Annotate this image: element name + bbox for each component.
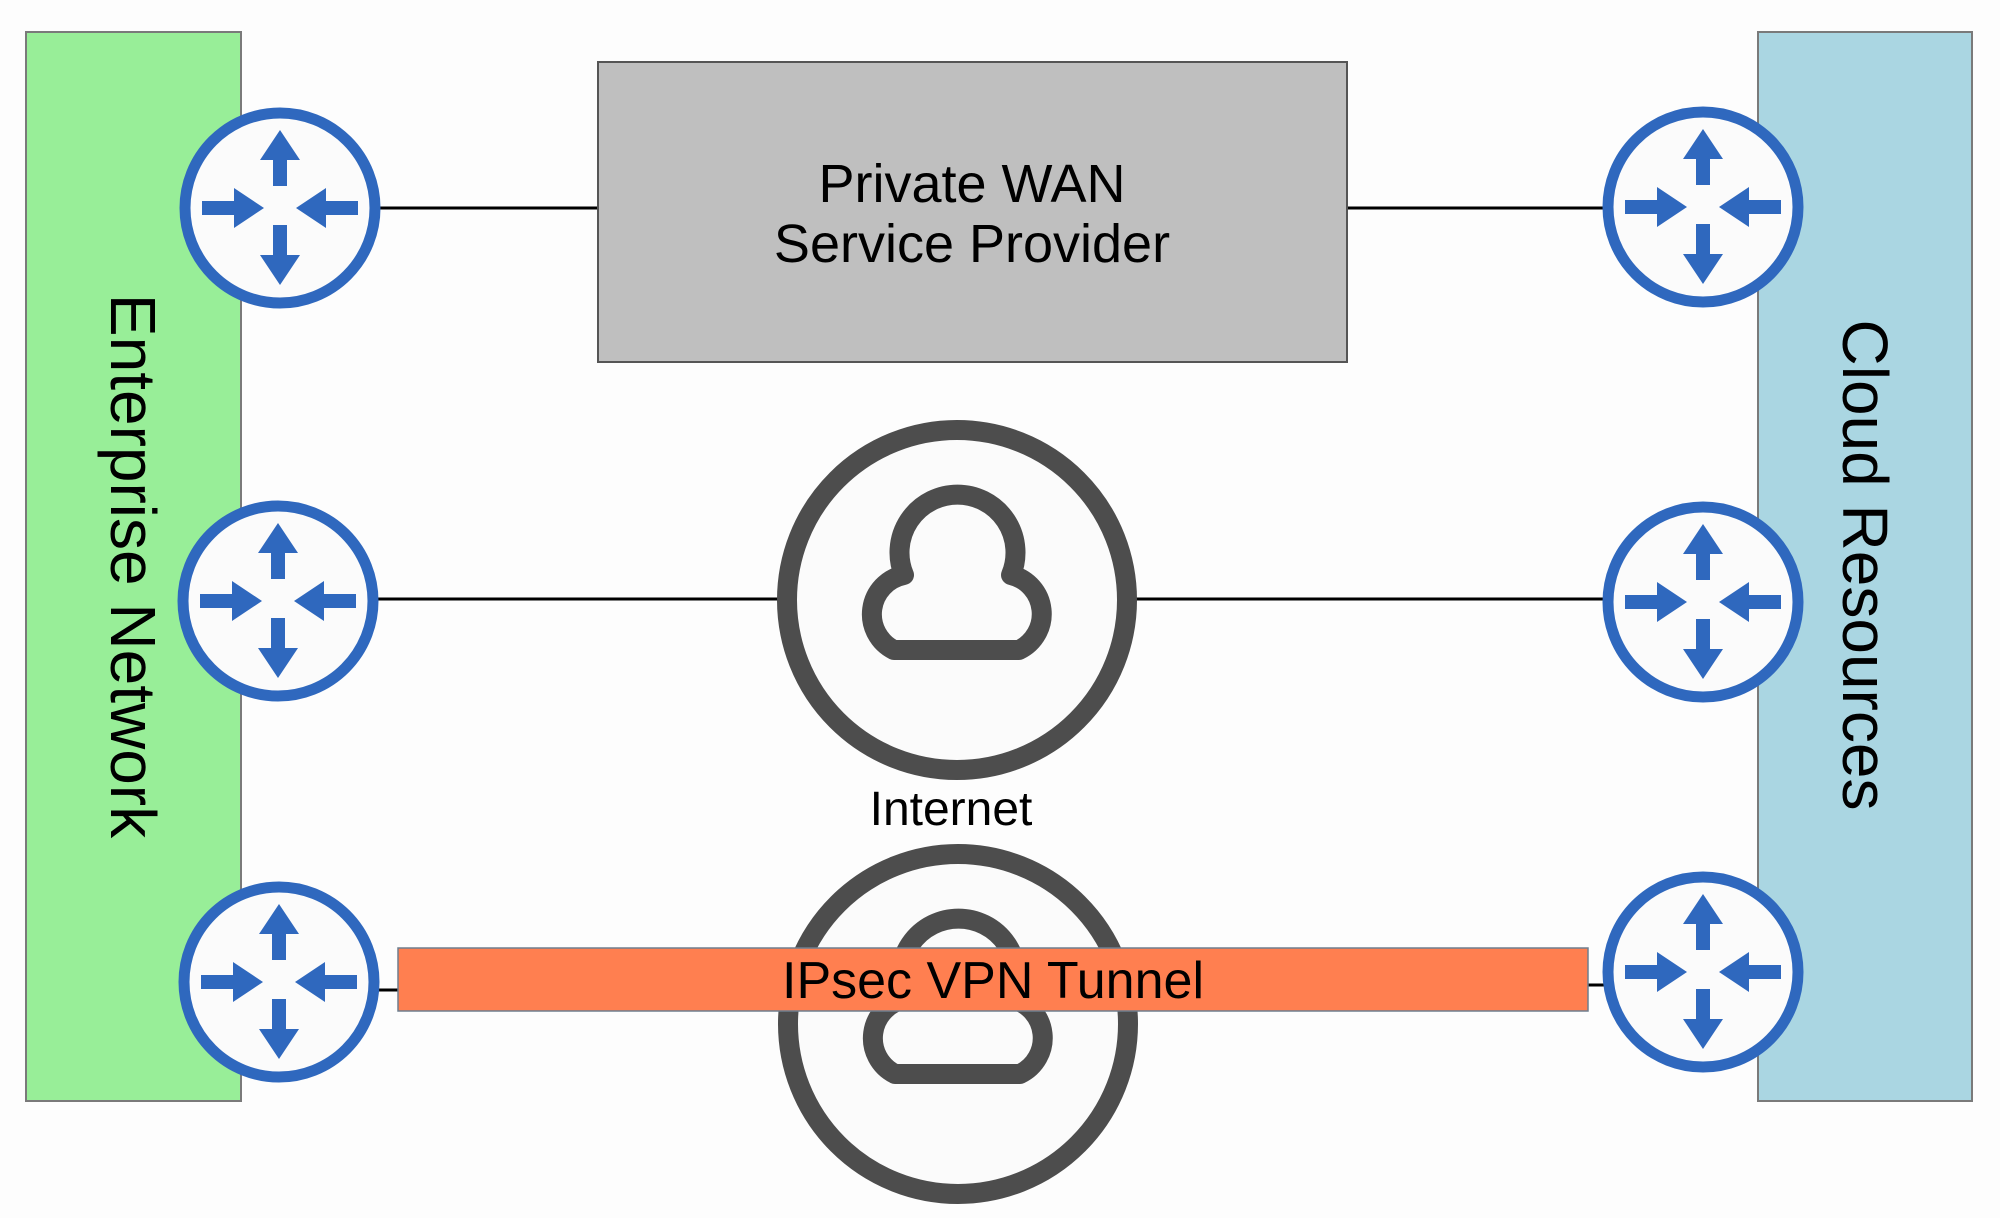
router-icon — [183, 506, 373, 696]
private-wan-box — [597, 61, 1348, 363]
router-icon — [1608, 507, 1798, 697]
internet-cloud-icon — [787, 430, 1127, 770]
cloud-resources-panel: Cloud Resources — [1757, 31, 1973, 1102]
private-wan-provider: Private WAN Service Provider — [597, 61, 1348, 363]
private-wan-label-line1: Private WAN — [818, 154, 1125, 214]
router-icon — [1608, 112, 1798, 302]
router-icon — [185, 113, 375, 303]
ipsec-vpn-tunnel: IPsec VPN Tunnel — [397, 947, 1589, 1012]
internet-cloud-icon-vpn — [788, 854, 1128, 1194]
enterprise-network-label: Enterprise Network — [97, 294, 169, 839]
private-wan-label-line2: Service Provider — [774, 214, 1170, 274]
vpn-tunnel-bar — [397, 947, 1589, 1012]
cloud-resources-label: Cloud Resources — [1829, 320, 1901, 811]
router-icon — [1608, 877, 1798, 1067]
router-icon — [184, 887, 374, 1077]
internet-label: Internet — [870, 783, 1033, 836]
vpn-tunnel-label: IPsec VPN Tunnel — [782, 952, 1204, 1010]
